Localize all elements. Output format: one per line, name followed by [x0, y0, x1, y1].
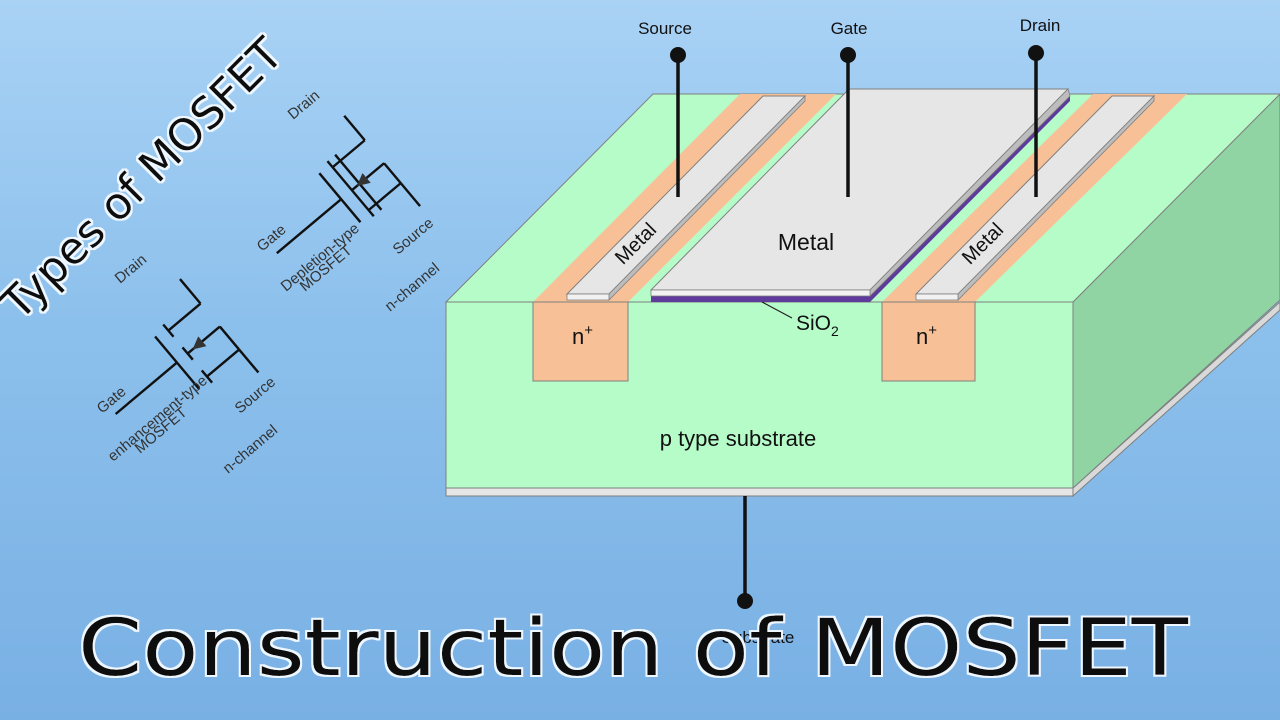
enhancement-drain-label: Drain [112, 251, 150, 287]
enhancement-source-label: Source [232, 373, 279, 417]
drain-terminal-label: Drain [1020, 16, 1061, 35]
terminal-leads: Source Gate Drain Substrate [638, 16, 1060, 647]
bottom-plate-front [445, 487, 1074, 497]
mosfet-block: Metal Metal Metal n+ n+ SiO2 p type subs… [444, 88, 1280, 498]
drain-terminal-dot [1028, 45, 1044, 61]
depletion-mosfet-symbol [276, 114, 421, 255]
metal-gate-label: Metal [778, 229, 834, 255]
n-plus-left-well [532, 301, 629, 382]
gate-metal-front [650, 289, 871, 297]
source-metal-front [566, 293, 610, 301]
side-title: Types of MOSFET [0, 29, 293, 331]
enhancement-channel-label: n-channel [220, 422, 281, 477]
n-plus-right-well [881, 301, 976, 382]
gate-terminal-label: Gate [831, 19, 868, 38]
main-title: Construction of MOSFET [78, 604, 1188, 694]
oxide-layer-front [651, 296, 870, 302]
oxide-layer-side [870, 96, 1070, 302]
enhancement-gate-label: Gate [94, 383, 130, 417]
enhancement-mosfet-symbol [114, 278, 260, 415]
enhancement-symbol-labels: Drain Gate Source enhancement-type MOSFE… [94, 251, 281, 477]
substrate-label: p type substrate [660, 426, 817, 451]
drain-metal-front [915, 293, 959, 301]
substrate-terminal-dot [737, 593, 753, 609]
depletion-channel-label: n-channel [382, 260, 443, 315]
depletion-drain-label: Drain [285, 87, 323, 123]
depletion-source-label: Source [390, 214, 437, 258]
substrate-terminal-label: Substrate [722, 628, 795, 647]
gate-terminal-dot [840, 47, 856, 63]
source-terminal-dot [670, 47, 686, 63]
depletion-gate-label: Gate [254, 221, 290, 255]
source-terminal-label: Source [638, 19, 692, 38]
oxide-pointer [761, 301, 793, 319]
